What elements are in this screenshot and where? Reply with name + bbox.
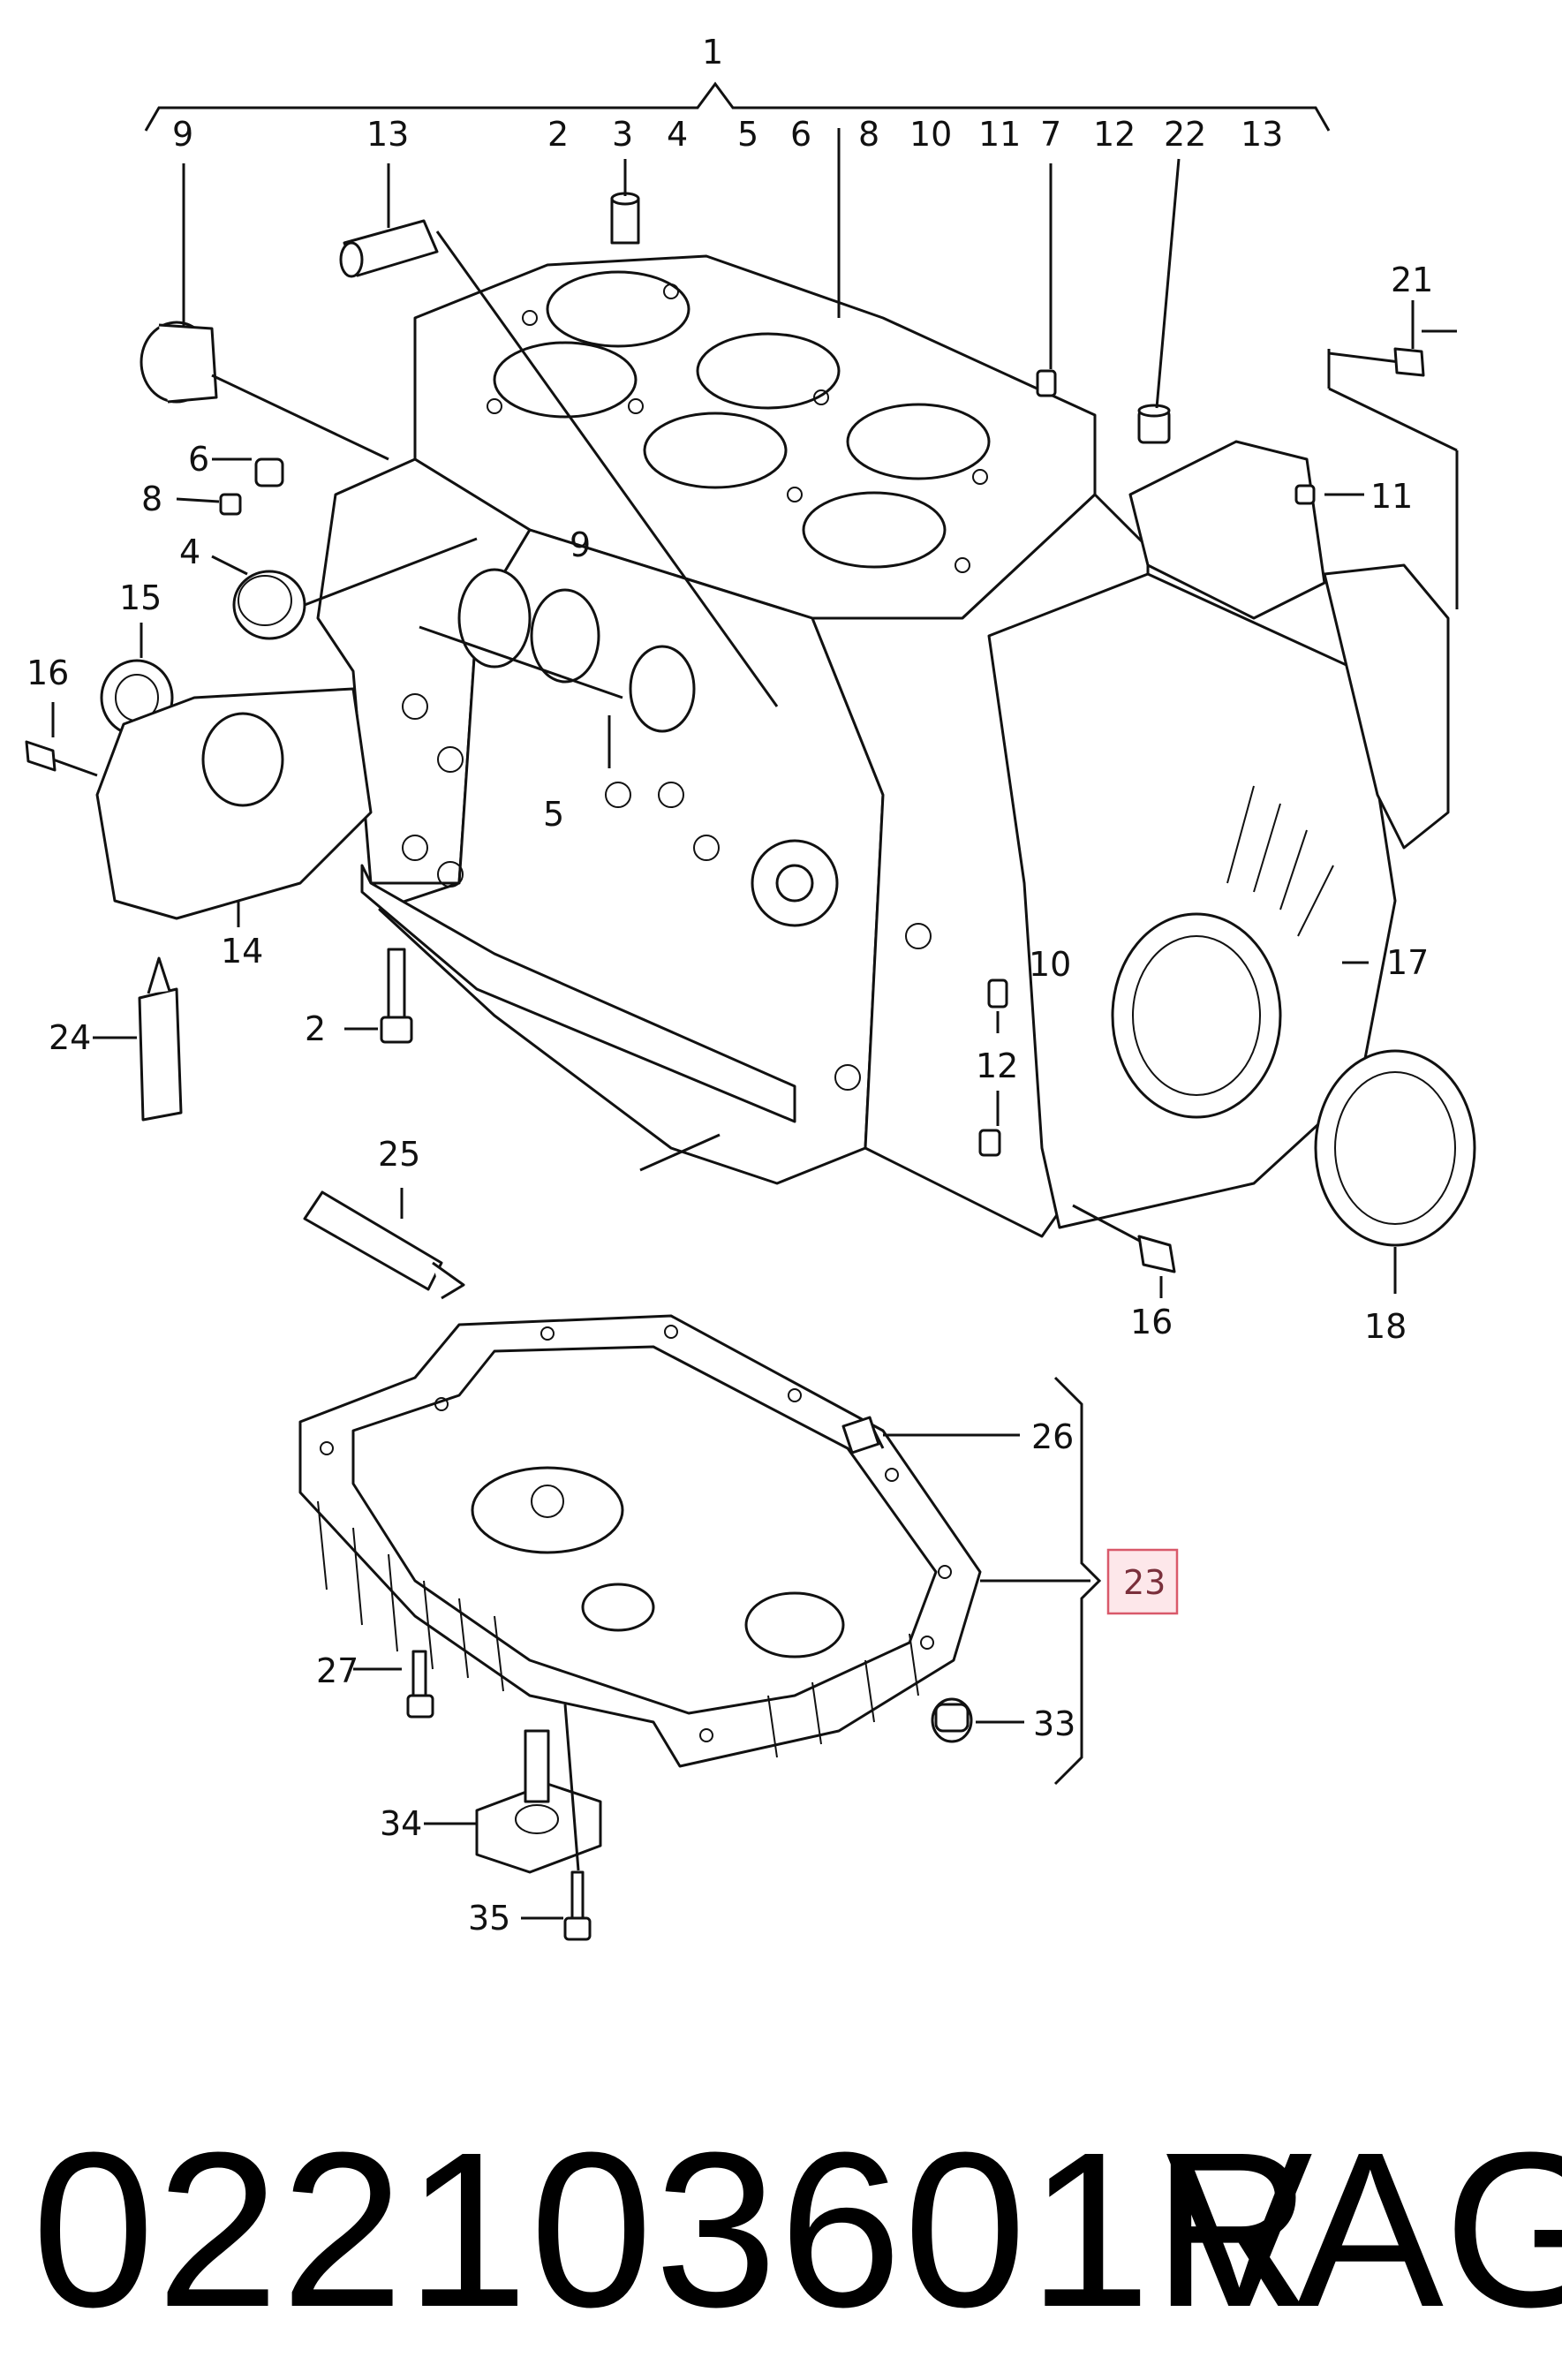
group-1-brace	[144, 81, 1331, 132]
callout-26: 26	[1031, 1417, 1074, 1456]
bolt-27	[406, 1650, 434, 1719]
callout-9: 9	[172, 115, 193, 154]
dowel-sleeve-13	[339, 219, 439, 278]
callout-2: 2	[547, 115, 569, 154]
callout-23: 23	[1123, 1563, 1166, 1602]
sealant-tube-25	[303, 1190, 465, 1300]
pin-8	[219, 493, 242, 516]
plug-6	[254, 457, 284, 487]
engine-block	[316, 254, 1450, 1238]
sleeve-22	[1137, 404, 1171, 444]
front-cover-14	[95, 687, 373, 920]
pin-10	[987, 978, 1008, 1009]
leader-lines	[51, 128, 1459, 1920]
callout-10b: 10	[1029, 945, 1071, 984]
callout-1: 1	[702, 33, 723, 72]
callout-7: 7	[1040, 115, 1061, 154]
callout-33: 33	[1033, 1704, 1075, 1743]
bolt-35	[563, 1870, 592, 1941]
callout-3: 3	[612, 115, 633, 154]
callout-21: 21	[1391, 261, 1433, 299]
callout-11: 11	[978, 115, 1021, 154]
callout-4: 4	[667, 115, 688, 154]
callout-35: 35	[468, 1899, 510, 1938]
callout-labels: 1 9 13 2 3 4 5 6 8 10 11 7 12 22 13 21 1…	[26, 33, 1433, 1938]
drain-plug-33	[931, 1697, 973, 1743]
highlighted-callout-23[interactable]: 23	[1106, 1548, 1179, 1615]
rear-seal-18	[1314, 1049, 1476, 1247]
bolt-2	[380, 948, 413, 1044]
exploded-parts-diagram: 1 9 13 2 3 4 5 6 8 10 11 7 12 22 13 21 1…	[25, 33, 1476, 1941]
callout-5: 5	[737, 115, 758, 154]
pin-12	[978, 1129, 1001, 1157]
callout-22: 22	[1164, 115, 1206, 154]
dowel-pin-3	[610, 192, 640, 245]
callout-12b: 12	[976, 1046, 1018, 1085]
callout-13b: 13	[1241, 115, 1283, 154]
callout-27: 27	[316, 1651, 358, 1690]
oil-pan-23	[298, 1314, 982, 1768]
callout-15: 15	[119, 578, 162, 617]
bolt-26	[841, 1416, 885, 1454]
oil-sensor-34	[475, 1729, 602, 1874]
expansion-plug-9	[140, 321, 218, 404]
callout-8: 8	[858, 115, 879, 154]
callout-16b: 16	[1130, 1303, 1173, 1341]
callout-13: 13	[366, 115, 409, 154]
callout-8b: 8	[141, 480, 162, 518]
callout-10: 10	[909, 115, 952, 154]
callout-2b: 2	[305, 1009, 326, 1048]
callout-9b: 9	[570, 525, 591, 564]
bolt-16-left	[25, 740, 98, 777]
callout-24: 24	[49, 1018, 91, 1057]
group-23-brace	[1053, 1376, 1102, 1786]
callout-18: 18	[1364, 1307, 1407, 1346]
callout-14: 14	[221, 932, 263, 971]
callout-11b: 11	[1370, 477, 1413, 516]
sealant-tube-24	[138, 956, 183, 1122]
callout-4b: 4	[179, 533, 200, 571]
bolt-16-right	[1072, 1204, 1176, 1273]
callout-6b: 6	[188, 440, 209, 479]
part-number: 022103601R	[32, 2106, 1314, 2353]
pin-11	[1294, 484, 1316, 505]
bushing-4	[232, 570, 306, 640]
callout-12: 12	[1093, 115, 1136, 154]
callout-25: 25	[378, 1135, 420, 1174]
callout-6: 6	[790, 115, 811, 154]
callout-34: 34	[380, 1804, 422, 1843]
pin-7	[1036, 369, 1057, 397]
callout-5b: 5	[543, 795, 564, 834]
brand-name: VAG	[1166, 2106, 1562, 2353]
callout-17: 17	[1386, 943, 1429, 982]
callout-16: 16	[26, 654, 69, 692]
bolt-21	[1328, 347, 1425, 377]
